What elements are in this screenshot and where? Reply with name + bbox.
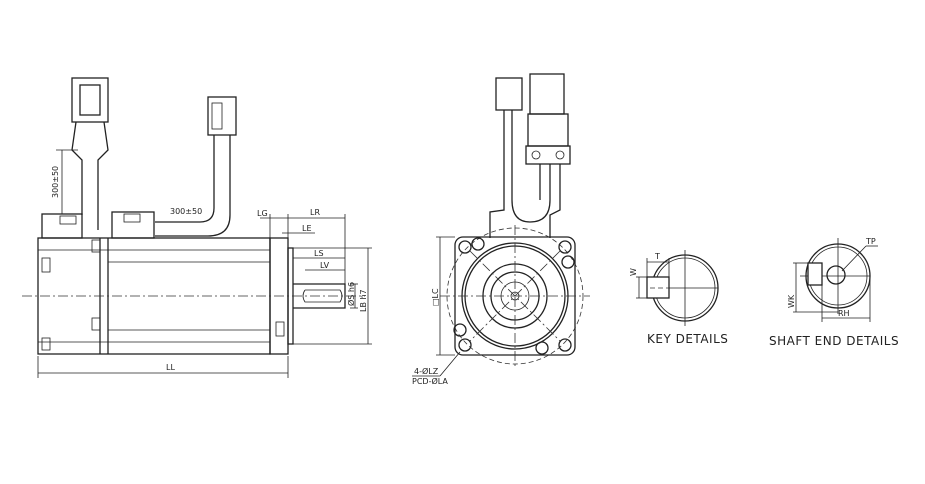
dim-pcd-label: PCD-ØLA bbox=[412, 376, 448, 386]
power-connector-2 bbox=[111, 96, 237, 239]
dim-holes-label: 4-ØLZ bbox=[414, 366, 439, 376]
dim-shaft-dia-label: ØS h6 bbox=[346, 282, 356, 306]
key-details: T W KEY DETAILS bbox=[629, 250, 728, 346]
shaft-end-details: TP WK RH SHAFT END DETAILS bbox=[769, 237, 899, 348]
dim-ll-label: LL bbox=[166, 363, 175, 372]
shaft-end-details-caption: SHAFT END DETAILS bbox=[769, 334, 899, 348]
encoder-connector-1 bbox=[41, 77, 109, 239]
side-dimensions: 300±50 300±50 LG LR LE LS LV ØS h6 LB h7 bbox=[37, 149, 372, 378]
dim-le-label: LE bbox=[302, 224, 312, 233]
side-view: 300±50 300±50 LG LR LE LS LV ØS h6 LB h7 bbox=[22, 77, 372, 378]
dim-t-label: T bbox=[654, 252, 660, 261]
dim-lv-label: LV bbox=[320, 261, 330, 270]
dim-lc-label: □LC bbox=[431, 288, 440, 306]
motor-body bbox=[22, 237, 365, 355]
dim-spigot-dia-label: LB h7 bbox=[359, 289, 368, 312]
dim-tp-label: TP bbox=[865, 237, 876, 246]
dim-lg-label: LG bbox=[257, 209, 268, 218]
front-view: □LC 4-ØLZ PCD-ØLA bbox=[412, 73, 590, 386]
dim-rh-label: RH bbox=[838, 309, 850, 318]
dim-lr-label: LR bbox=[310, 208, 320, 217]
front-dimensions: □LC 4-ØLZ PCD-ØLA bbox=[412, 236, 461, 386]
key-details-caption: KEY DETAILS bbox=[647, 332, 728, 346]
cable-length-1-label: 300±50 bbox=[51, 166, 60, 198]
dim-ls-label: LS bbox=[314, 249, 324, 258]
front-connectors bbox=[489, 73, 571, 238]
dim-wk-label: WK bbox=[787, 294, 796, 308]
dim-w-label: W bbox=[629, 268, 638, 276]
cable-length-2-label: 300±50 bbox=[170, 207, 202, 216]
